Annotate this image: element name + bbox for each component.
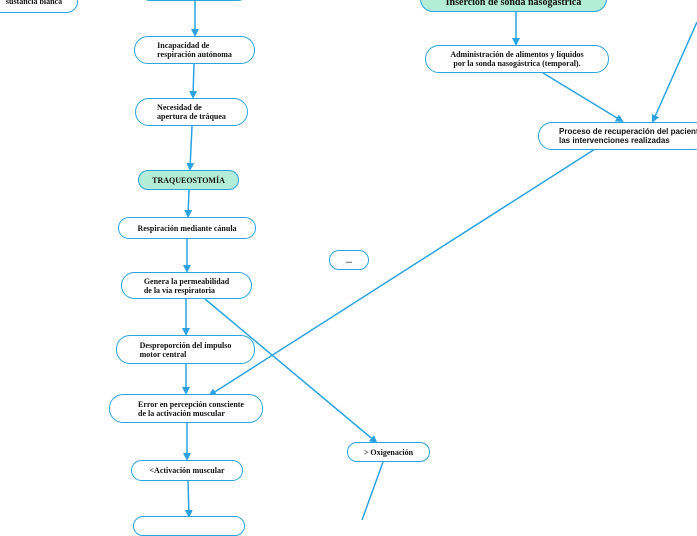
node-ellipsis[interactable]: ... (329, 250, 369, 270)
node-activacion-muscular[interactable]: <Activación muscular (131, 460, 243, 481)
edge-recuperacion-to-error (208, 148, 596, 397)
edge-topright-to-recuperacion (651, 21, 697, 123)
edge-incapacidad-to-necesidad (189, 63, 198, 99)
edge-oxigenacion-to-bottom (361, 461, 384, 520)
node-respiracion-canula[interactable]: Respiración mediante cánula (118, 217, 256, 239)
node-incapacidad[interactable]: Incapacidad de respiración autónoma (134, 36, 255, 64)
node-traqueostomia[interactable]: TRAQUEOSTOMÍA (138, 170, 239, 190)
node-error-percepcion[interactable]: Error en percepción consciente de la act… (109, 394, 263, 423)
node-top-partial[interactable] (142, 0, 246, 1)
node-sonda-nasogastrica[interactable]: Inserción de sonda nasogástrica (420, 0, 607, 12)
connector-layer (182, 0, 697, 520)
node-oxigenacion[interactable]: > Oxigenación (347, 442, 430, 462)
edge-necesidad-to-traqueostomia (186, 125, 195, 171)
node-necesidad[interactable]: Necesidad de apertura de tráquea (135, 98, 248, 126)
edge-permeabilidad-to-oxigenacion (204, 298, 378, 444)
node-permeabilidad[interactable]: Genera la permeabilidad de la vía respir… (121, 272, 252, 299)
node-bottom-partial[interactable] (133, 516, 245, 536)
node-sustancia-blanca[interactable]: sustancia blanca (0, 0, 78, 13)
node-recuperacion[interactable]: Proceso de recuperación del paciente las… (538, 122, 697, 150)
node-desproporcion[interactable]: Desproporción del impulso motor central (116, 335, 255, 364)
edge-administracion-to-recuperacion (542, 72, 624, 123)
node-administracion[interactable]: Administración de alimentos y líquidos p… (425, 45, 609, 73)
edge-activacion-to-bottom (184, 480, 193, 518)
edge-traqueostomia-to-respiracion (184, 189, 193, 218)
